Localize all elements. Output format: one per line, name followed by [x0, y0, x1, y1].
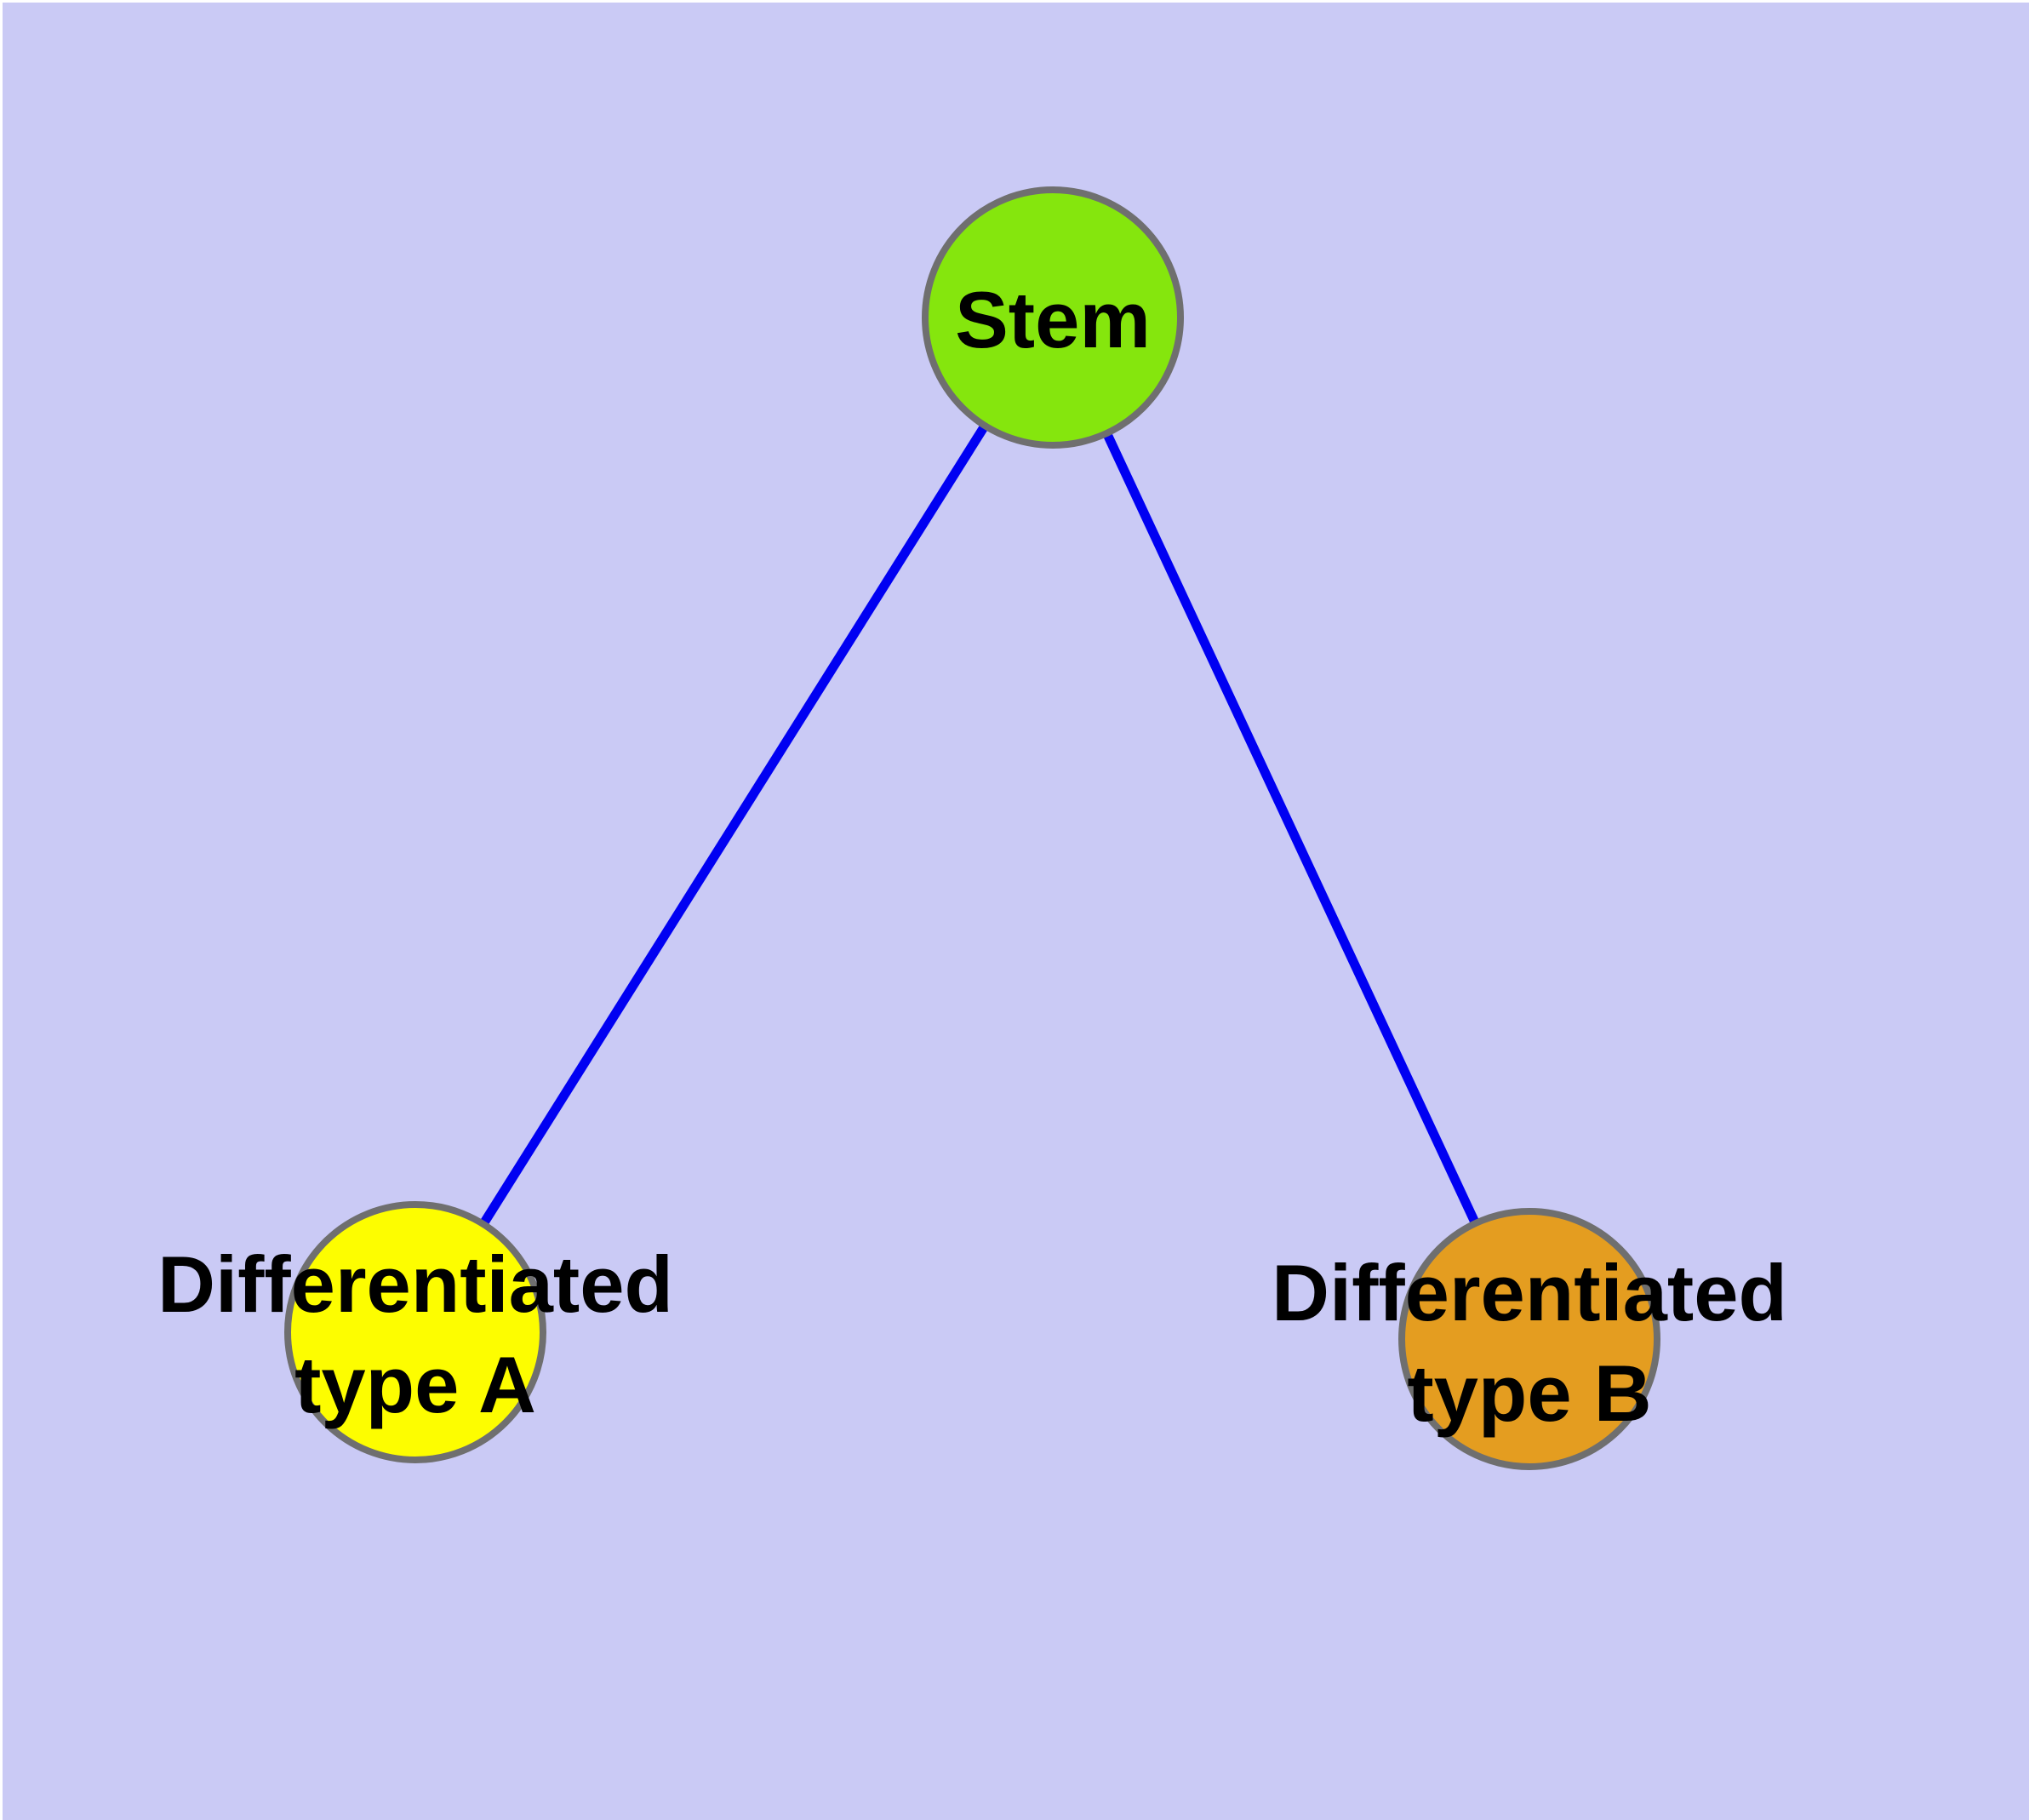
- node-differentiated-type-a-label: Differentiated type A: [157, 1234, 673, 1435]
- node-type-b-label-line-2: type B: [1407, 1348, 1652, 1438]
- edge-stem-to-type-b: [1049, 315, 1534, 1342]
- edge-stem-to-type-a: [411, 315, 1057, 1335]
- node-type-a-label-line-2: type A: [294, 1340, 536, 1429]
- node-type-a-label-line-1: Differentiated: [157, 1239, 673, 1329]
- node-stem: [922, 186, 1184, 449]
- node-differentiated-type-b: [1398, 1208, 1660, 1470]
- node-differentiated-type-a: [284, 1201, 546, 1463]
- node-type-b-label-line-1: Differentiated: [1272, 1248, 1787, 1337]
- node-differentiated-type-b-label: Differentiated type B: [1272, 1243, 1787, 1444]
- node-stem-label: Stem: [955, 270, 1151, 370]
- node-stem-label-line: Stem: [955, 275, 1151, 364]
